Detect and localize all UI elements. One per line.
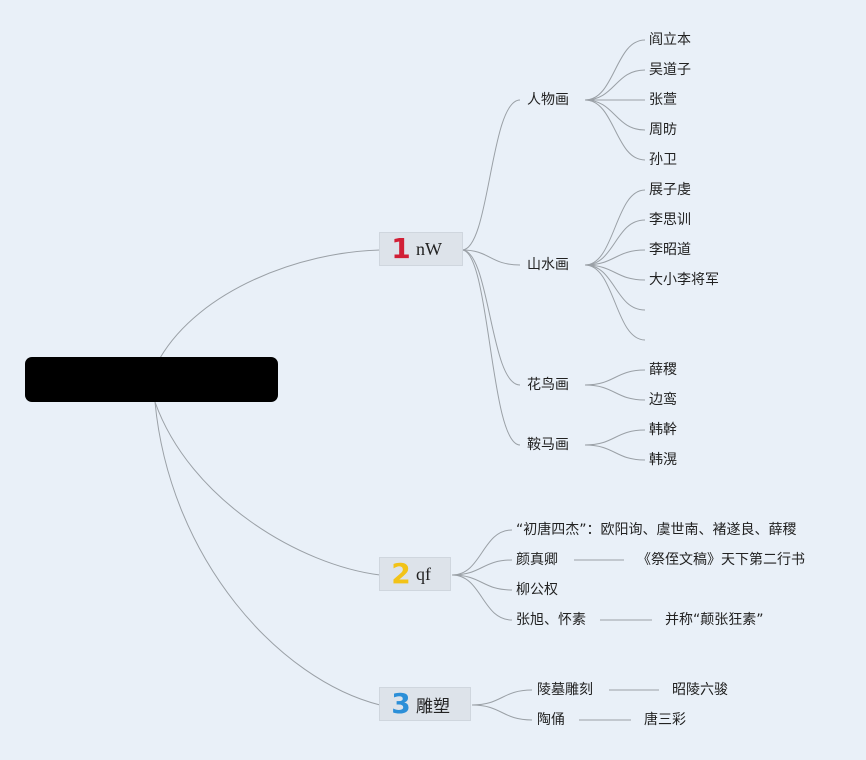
branch-2-node[interactable]: 2 qf xyxy=(379,557,451,591)
leaf-node[interactable]: 吴道子 xyxy=(649,62,691,78)
root-node-redacted[interactable] xyxy=(25,357,278,402)
link-b1-anma xyxy=(461,249,521,446)
branch-1-node[interactable]: 1 nW xyxy=(379,232,463,266)
subtopic-anma[interactable]: 鞍马画 xyxy=(527,437,569,453)
leaf-node[interactable]: 薛稷 xyxy=(649,362,677,378)
number-2-icon: 2 xyxy=(391,557,411,590)
link-root-branch2 xyxy=(154,401,381,576)
branch-2-label: qf xyxy=(416,563,431,584)
number-3-icon: 3 xyxy=(391,687,411,720)
leaf-node[interactable]: 张萱 xyxy=(649,92,677,108)
leaf-node[interactable]: 阎立本 xyxy=(649,32,691,48)
leaf-node[interactable]: 大小李将军 xyxy=(649,272,719,288)
link-b1-huaniao xyxy=(461,249,521,386)
leaf-node[interactable]: 孙卫 xyxy=(649,152,677,168)
leaf-node[interactable]: 韩滉 xyxy=(649,452,677,468)
link-b1-renwu xyxy=(461,99,521,251)
branch-3-node[interactable]: 3 雕塑 xyxy=(379,687,471,721)
branch-1-label: nW xyxy=(416,238,442,259)
note-zhaoling[interactable]: 昭陵六骏 xyxy=(672,682,728,698)
topic-taoyong[interactable]: 陶俑 xyxy=(537,712,565,728)
link-b1-shanshui xyxy=(461,249,521,266)
topic-zhangxu[interactable]: 张旭、怀素 xyxy=(516,612,586,628)
subtopic-huaniao[interactable]: 花鸟画 xyxy=(527,377,569,393)
leaf-node[interactable]: 边鸾 xyxy=(649,392,677,408)
topic-yanzhenqing[interactable]: 颜真卿 xyxy=(516,552,558,568)
leaf-node[interactable]: 韩幹 xyxy=(649,422,677,438)
link-root-branch1 xyxy=(159,249,381,359)
branch-3-label: 雕塑 xyxy=(416,696,450,717)
note-tangsancai[interactable]: 唐三彩 xyxy=(644,712,686,728)
subtopic-shanshui[interactable]: 山水画 xyxy=(527,257,569,273)
subtopic-renwu[interactable]: 人物画 xyxy=(527,92,569,108)
number-1-icon: 1 xyxy=(391,232,411,265)
topic-lingmu[interactable]: 陵墓雕刻 xyxy=(537,682,593,698)
link-root-branch3 xyxy=(154,401,381,706)
leaf-node[interactable]: 展子虔 xyxy=(649,182,691,198)
leaf-node[interactable]: 李昭道 xyxy=(649,242,691,258)
topic-liugongquan[interactable]: 柳公权 xyxy=(516,582,558,598)
note-dianzhang[interactable]: 并称“颠张狂素” xyxy=(665,612,764,628)
leaf-node[interactable]: 周昉 xyxy=(649,122,677,138)
leaf-node[interactable]: 李思训 xyxy=(649,212,691,228)
topic-chutang[interactable]: “初唐四杰”：欧阳询、虞世南、褚遂良、薛稷 xyxy=(516,522,797,538)
note-jizhi[interactable]: 《祭侄文稿》天下第二行书 xyxy=(637,552,805,568)
